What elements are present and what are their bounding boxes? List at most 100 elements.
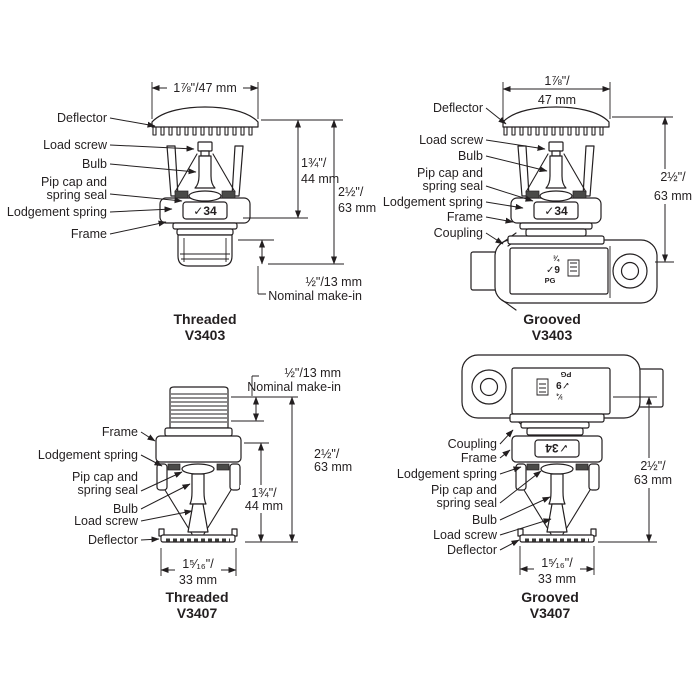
dim-height-b: 44 mm	[245, 499, 283, 513]
leader-line	[499, 518, 552, 536]
callout-deflector: Deflector	[57, 111, 107, 125]
frame-logo-box	[182, 201, 228, 220]
leader-line	[485, 201, 524, 210]
frame-logo-mark: ✓34	[544, 204, 568, 218]
d2-dimensions: 1⅞"/ 47 mm 2½"/ 63 mm	[502, 74, 697, 263]
frame-strut-right	[212, 153, 236, 193]
frame-logo-box	[533, 201, 579, 220]
lodgement-spring-left	[174, 190, 189, 199]
leader-line	[485, 139, 546, 151]
callout-bulb: Bulb	[82, 157, 107, 171]
callout-frame: Frame	[447, 210, 483, 224]
leader-line	[485, 216, 514, 224]
d4-dimensions: 2½"/ 63 mm 1⁵⁄₁₆"/ 33 mm	[519, 396, 677, 586]
coupling-size-mark: ¾	[556, 392, 563, 401]
d2-callouts: Deflector Load screw Bulb Pip cap and sp…	[383, 101, 548, 245]
frame-strut-left	[525, 153, 549, 193]
dim-text-bg	[167, 81, 243, 94]
load-screw-stem	[200, 150, 210, 157]
frame-body	[155, 435, 242, 463]
coupling-stub	[470, 251, 498, 291]
coupling-pg-mark: PG	[545, 276, 556, 285]
dim-text-bg	[240, 485, 286, 513]
pip-cap	[181, 463, 215, 475]
frame-strut-right	[563, 153, 587, 193]
dim-overall-b: 63 mm	[314, 460, 352, 474]
lodgement-spring-left	[526, 463, 540, 471]
callout-frame: Frame	[71, 227, 107, 241]
frame-logo-box	[534, 439, 580, 458]
dim-overall-a: 2½"/	[314, 447, 340, 461]
frame-arm-left	[166, 145, 179, 197]
pip-cap	[539, 190, 573, 202]
leader-line	[485, 232, 504, 245]
dim-overall-a: 2½"/	[640, 459, 666, 473]
coupling-pg-mark: PG	[560, 370, 571, 379]
d1-dimensions: 1⅞"/47 mm 1¾"/ 44 mm 2½"/ 63 mm ½"/13 mm…	[151, 81, 376, 303]
leader-line	[140, 483, 191, 510]
frame-strut-left	[523, 489, 552, 535]
dim-height-b: 44 mm	[301, 172, 339, 186]
callout-load-screw: Load screw	[74, 514, 139, 528]
load-screw	[546, 503, 568, 533]
pendent-sprinkler-drawing: ¾ ✓9 PG ✓34	[461, 354, 664, 543]
dim-text-bg	[649, 169, 697, 204]
leader-line	[109, 144, 195, 152]
d2-model: V3403	[532, 327, 573, 343]
leader-line	[499, 496, 551, 521]
adapter-ring-1	[520, 421, 590, 429]
leader-line	[109, 206, 173, 213]
d4-model: V3407	[530, 605, 571, 621]
callout-deflector: Deflector	[433, 101, 483, 115]
callout-frame: Frame	[102, 425, 138, 439]
dim-overall-b: 63 mm	[634, 473, 672, 487]
callout-pip-cap-1: Pip cap and	[72, 470, 138, 484]
dim-width-a: 1⁵⁄₁₆"/	[541, 556, 573, 570]
dim-width-a: 1⅞"/	[544, 74, 570, 88]
callout-pip-cap-1: Pip cap and	[417, 166, 483, 180]
frame-strut-right	[562, 489, 591, 535]
load-screw-stem	[551, 150, 561, 157]
dim-height-a: 1¾"/	[251, 486, 277, 500]
d1-model: V3403	[185, 327, 226, 343]
d4-callouts: Coupling Frame Lodgement spring Pip cap …	[397, 429, 552, 557]
leader-line	[109, 220, 167, 235]
frame-arm-right	[582, 145, 595, 197]
pendent-sprinkler-drawing	[155, 386, 242, 543]
callout-pip-cap-1: Pip cap and	[431, 483, 497, 497]
d1-callouts: Deflector Load screw Bulb Pip cap and sp…	[7, 111, 197, 241]
callout-lodgement-spring: Lodgement spring	[7, 205, 107, 219]
pip-cap	[540, 463, 574, 475]
dim-width: 1⅞"/47 mm	[173, 81, 237, 95]
callout-deflector: Deflector	[447, 543, 497, 557]
dim-width-b: 33 mm	[179, 573, 217, 587]
callout-coupling: Coupling	[434, 226, 483, 240]
dim-text-bg	[534, 557, 580, 570]
callout-lodgement-spring: Lodgement spring	[38, 448, 138, 462]
coupling-bolt-hole	[620, 261, 640, 281]
callout-coupling: Coupling	[448, 437, 497, 451]
callout-pip-cap-2: spring seal	[423, 179, 483, 193]
callout-pip-cap-2: spring seal	[47, 188, 107, 202]
thread-lines	[171, 393, 227, 423]
adapter-ring-2	[526, 427, 584, 436]
d3-model: V3407	[177, 605, 218, 621]
callout-bulb: Bulb	[113, 502, 138, 516]
d1-title: Threaded	[173, 311, 236, 327]
frame-arm-right	[229, 463, 241, 491]
listing-mark-icon	[567, 259, 580, 277]
bulb	[548, 473, 566, 505]
deflector	[151, 106, 259, 128]
leader-line	[499, 470, 542, 504]
leader-line	[140, 431, 156, 442]
deflector-teeth	[503, 126, 604, 136]
load-screw	[548, 141, 564, 152]
leader-line	[109, 117, 156, 128]
d3-title: Threaded	[165, 589, 228, 605]
dim-width-a: 1⁵⁄₁₆"/	[182, 557, 214, 571]
load-screw	[197, 141, 213, 152]
adapter-ring-1	[519, 222, 593, 230]
leader-line	[109, 193, 183, 204]
